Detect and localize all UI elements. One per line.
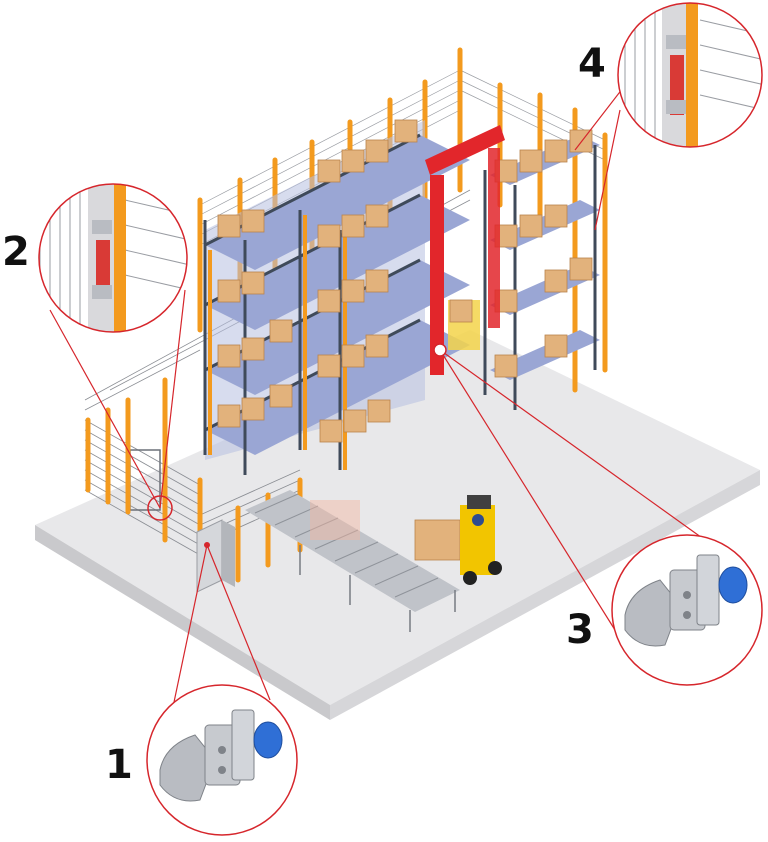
- rack-right: [483, 129, 600, 410]
- roller-conveyor: [245, 490, 460, 632]
- callout-number-1: 1: [105, 742, 133, 788]
- floor-slab: [35, 330, 760, 720]
- callout-circle-1: [146, 684, 298, 836]
- callout-circle-3: [611, 534, 763, 686]
- callout-number-2: 2: [2, 229, 30, 275]
- callout-leader-lines: [49, 39, 706, 746]
- callout-number-4: 4: [578, 41, 606, 87]
- callout-target-3: [433, 343, 447, 357]
- lock-mechanism-icon: [624, 554, 748, 647]
- forklift: [414, 495, 502, 585]
- callout-target-2: [147, 495, 173, 521]
- lock-mechanism-icon: [159, 709, 283, 802]
- callout-number-3: 3: [566, 607, 594, 653]
- callout-circle-2: [38, 183, 188, 333]
- control-cabinet: [196, 519, 235, 593]
- stacker-crane: [425, 125, 505, 375]
- stacked-boxes-left: [217, 119, 418, 443]
- callout-circle-4: [617, 2, 763, 148]
